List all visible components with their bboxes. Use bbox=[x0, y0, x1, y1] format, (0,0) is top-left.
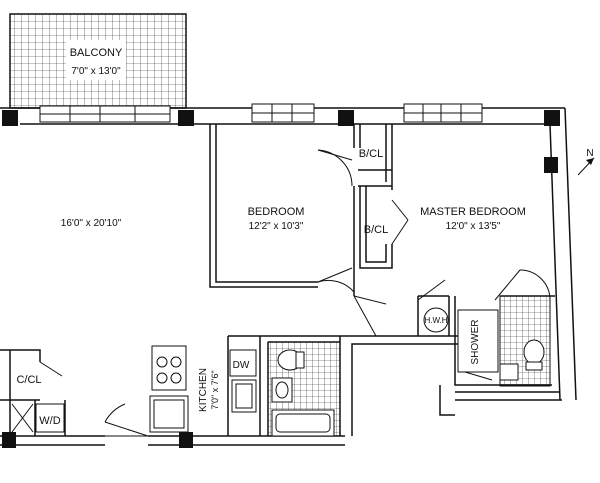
ccl-label: C/CL bbox=[16, 374, 41, 386]
balcony-name: BALCONY bbox=[70, 47, 123, 59]
master-dims: 12'0" x 13'5" bbox=[446, 221, 501, 232]
balcony-dims: 7'0" x 13'0" bbox=[71, 66, 121, 77]
bcl1-label: B/CL bbox=[359, 148, 383, 160]
hwh-label: H.W.H bbox=[424, 316, 447, 325]
master-name: MASTER BEDROOM bbox=[420, 206, 526, 218]
columns bbox=[2, 110, 560, 448]
room-labels: BALCONY 7'0" x 13'0" 16'0" x 20'10" BEDR… bbox=[16, 47, 525, 427]
balcony bbox=[9, 13, 187, 109]
kitchen-name: KITCHEN bbox=[198, 368, 209, 412]
dw-label: DW bbox=[233, 360, 250, 371]
wd-label: W/D bbox=[39, 415, 60, 427]
bedroom-dims: 12'2" x 10'3" bbox=[249, 221, 304, 232]
bcl2-label: B/CL bbox=[364, 224, 388, 236]
fixtures bbox=[11, 307, 545, 437]
shower-label: SHOWER bbox=[470, 320, 481, 365]
windows bbox=[39, 103, 483, 123]
living-dims: 16'0" x 20'10" bbox=[61, 218, 122, 229]
compass-icon: N bbox=[577, 148, 595, 176]
bedroom-name: BEDROOM bbox=[248, 206, 305, 218]
compass-label: N bbox=[586, 148, 593, 159]
door-swings bbox=[39, 149, 551, 437]
kitchen-dims: 7'0" x 7'6" bbox=[210, 370, 220, 409]
